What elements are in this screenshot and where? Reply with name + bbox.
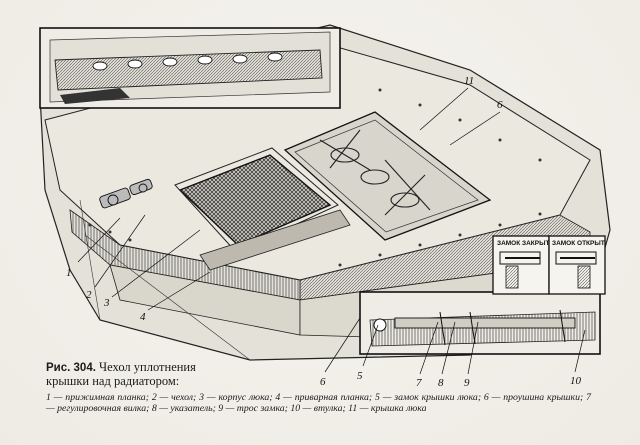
callout-7: 7 (416, 377, 422, 389)
callout-4: 4 (140, 311, 146, 323)
callout-8: 8 (438, 377, 444, 389)
callout-1: 1 (66, 267, 72, 279)
lock-closed-tag: ЗАМОК ЗАКРЫТ (492, 235, 550, 295)
callout-5: 5 (357, 370, 363, 382)
caption-title: Чехол уплотнения крышки над радиатором: (46, 360, 196, 388)
leader-lines (77, 87, 586, 375)
callout-6-bottom: 6 (320, 376, 326, 388)
svg-text:ЗАМОК ОТКРЫТ: ЗАМОК ОТКРЫТ (552, 240, 605, 247)
hinge-assembly (99, 178, 153, 209)
callout-6-top: 6 (497, 99, 503, 111)
lock-open-tag: ЗАМОК ОТКРЫТ (548, 235, 606, 295)
inset-detail-top (39, 27, 341, 109)
callout-11: 11 (464, 75, 474, 87)
caption-title-block: Рис. 304. Чехол уплотнения крышки над ра… (46, 360, 236, 388)
figure-caption: Рис. 304. Чехол уплотнения крышки над ра… (46, 360, 591, 415)
callout-numbers: 1 2 3 4 6 5 7 8 9 10 11 6 (66, 75, 582, 389)
radiator-grille (174, 147, 351, 271)
hatch-cover (283, 111, 492, 241)
callout-3: 3 (103, 297, 110, 309)
svg-text:ЗАМОК ЗАКРЫТ: ЗАМОК ЗАКРЫТ (497, 240, 549, 247)
callout-2: 2 (86, 289, 92, 301)
figure-number: Рис. 304. (46, 362, 96, 374)
callout-10: 10 (570, 375, 582, 387)
inset-detail-lock (359, 291, 601, 355)
caption-legend: 1 — прижимная планка; 2 — чехол; 3 — кор… (46, 392, 591, 415)
callout-9: 9 (464, 377, 470, 389)
